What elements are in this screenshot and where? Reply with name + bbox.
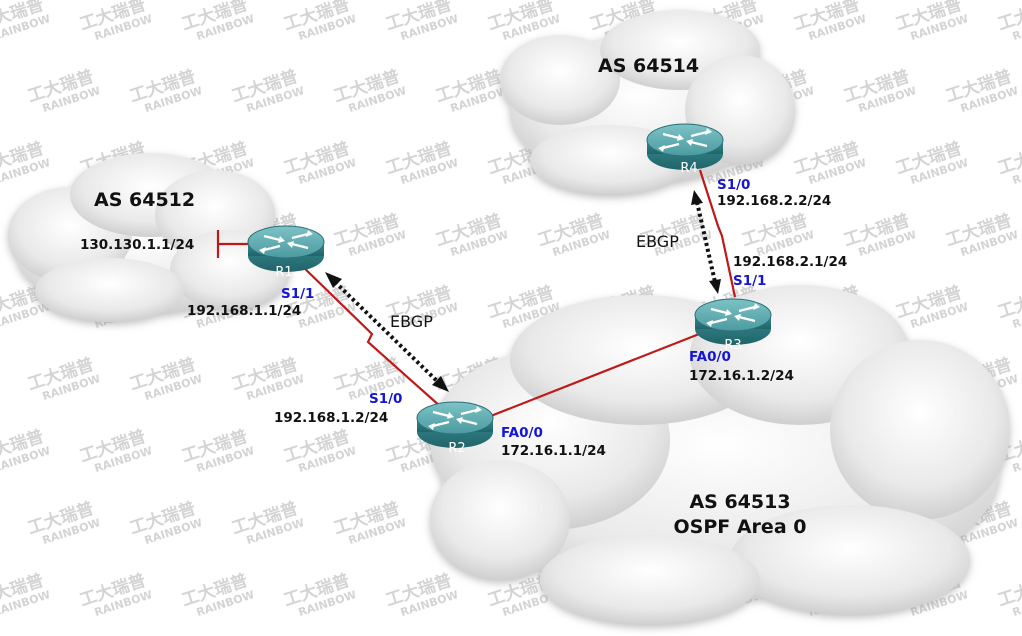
- as-title-64514: AS 64514: [598, 55, 699, 77]
- router-r4[interactable]: R4: [646, 123, 724, 176]
- router-icon: [694, 298, 772, 345]
- r2-fa00-ip: 172.16.1.1/24: [501, 443, 606, 459]
- r1-s11-ip: 192.168.1.1/24: [187, 303, 301, 319]
- r2-s10-ip: 192.168.1.2/24: [274, 410, 388, 426]
- router-icon: [416, 401, 494, 448]
- as-title-64512: AS 64512: [94, 189, 195, 211]
- ebgp-label-r3-r4: EBGP: [636, 232, 679, 251]
- r2-fa00-iface: FA0/0: [501, 425, 543, 441]
- serial-link-r3-r4: [698, 169, 737, 298]
- router-name: R4: [680, 161, 697, 176]
- as-subtitle-64513: OSPF Area 0: [674, 516, 807, 538]
- ebgp-arrow-icon: [695, 201, 717, 283]
- r3-fa00-ip: 172.16.1.2/24: [689, 368, 794, 384]
- ebgp-arrowheads: [325, 190, 721, 392]
- router-r1[interactable]: R1: [247, 225, 325, 280]
- r1-loopback-ip: 130.130.1.1/24: [80, 237, 194, 253]
- ebgp-label-r1-r2: EBGP: [390, 312, 433, 331]
- router-icon: [247, 225, 325, 272]
- router-r3[interactable]: R3: [694, 298, 772, 353]
- router-name: R1: [275, 265, 292, 280]
- r3-s11-iface: S1/1: [733, 273, 766, 289]
- serial-link-r1-r2: [297, 261, 451, 416]
- router-icon: [646, 123, 724, 170]
- as-title-64513: AS 64513: [689, 491, 790, 513]
- router-name: R3: [724, 338, 741, 353]
- r3-s11-ip: 192.168.2.1/24: [733, 254, 847, 270]
- r4-s10-iface: S1/0: [717, 177, 750, 193]
- r3-fa00-iface: FA0/0: [689, 349, 731, 365]
- fastethernet-link-r2-r3: [467, 323, 723, 427]
- links: [216, 169, 737, 427]
- ebgp-arrows: [333, 201, 717, 384]
- router-r2[interactable]: R2: [416, 401, 494, 456]
- r2-s10-iface: S1/0: [369, 391, 402, 407]
- r1-s11-iface: S1/1: [281, 286, 314, 302]
- router-name: R2: [448, 441, 465, 456]
- cloud-as64512: [8, 153, 290, 322]
- cloud-as64513: [430, 285, 1010, 625]
- r4-s10-ip: 192.168.2.2/24: [717, 193, 831, 209]
